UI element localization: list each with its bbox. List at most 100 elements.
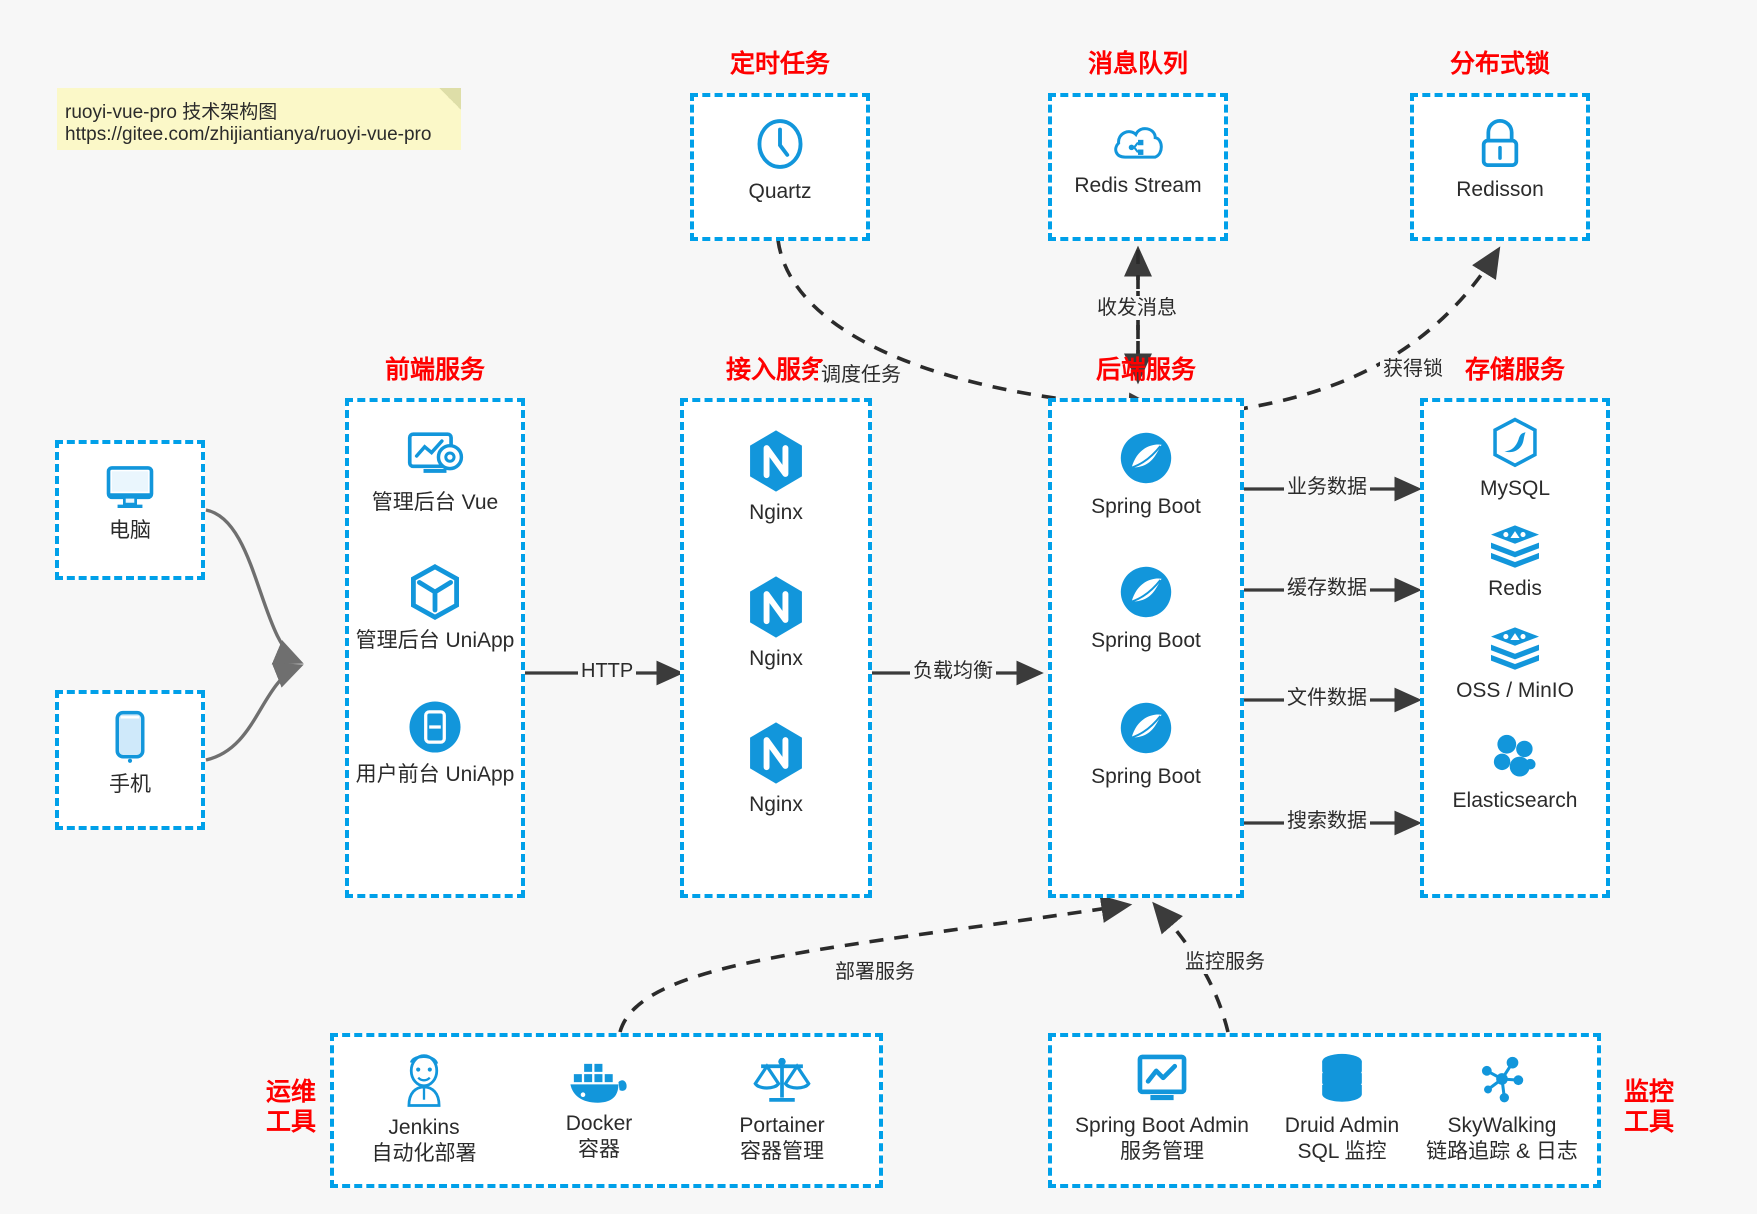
node-sublabel: 自动化部署 [371, 1142, 477, 1165]
spring-icon [1116, 428, 1176, 488]
nginx-icon [745, 574, 807, 640]
group-lock: Redisson [1410, 93, 1590, 241]
node-portainer[interactable]: Portainer 容器管理 [697, 1051, 867, 1165]
node-spring-boot-2[interactable]: Spring Boot [1052, 562, 1240, 654]
note-fold-corner [439, 88, 461, 110]
lock-icon [1474, 115, 1526, 171]
node-redis-stream[interactable]: Redis Stream [1052, 117, 1224, 199]
spring-icon [1116, 562, 1176, 622]
node-docker[interactable]: Docker 容器 [519, 1057, 679, 1163]
node-sublabel: SQL 监控 [1297, 1140, 1387, 1163]
docker-icon [568, 1057, 630, 1105]
node-nginx-2[interactable]: Nginx [684, 574, 868, 672]
group-scheduler: Quartz [690, 93, 870, 241]
redis-icon [1487, 624, 1543, 672]
node-skywalking[interactable]: SkyWalking 链路追踪 & 日志 [1402, 1051, 1602, 1165]
edge-label-biz-data: 业务数据 [1284, 475, 1370, 499]
node-nginx-3[interactable]: Nginx [684, 720, 868, 818]
group-title-storage: 存储服务 [1464, 356, 1565, 384]
wire-get-lock [1233, 246, 1501, 412]
group-client-mobile: 手机 [55, 690, 205, 830]
node-druid-admin[interactable]: Druid Admin SQL 监控 [1252, 1051, 1432, 1165]
node-label: 电脑 [109, 519, 151, 542]
note-url: https://gitee.com/zhijiantianya/ruoyi-vu… [65, 124, 432, 145]
node-spring-boot-1[interactable]: Spring Boot [1052, 428, 1240, 520]
group-devops: Jenkins 自动化部署 Docker 容器 [330, 1033, 883, 1188]
node-nginx-1[interactable]: Nginx [684, 428, 868, 526]
edge-label-load-balance: 负载均衡 [910, 659, 996, 683]
node-label: Quartz [748, 180, 812, 203]
group-title-monitor-line1: 监控 [1623, 1078, 1674, 1106]
edge-label-monitor-service: 监控服务 [1182, 950, 1268, 974]
edge-label-schedule-task: 调度任务 [818, 363, 904, 387]
node-spring-boot-3[interactable]: Spring Boot [1052, 698, 1240, 790]
node-label: Nginx [749, 501, 803, 524]
group-title-monitor: 监控 工具 [1613, 1077, 1685, 1137]
group-backend: Spring Boot Spring Boot Spring Boot [1048, 398, 1244, 898]
group-storage: MySQL Redis [1420, 398, 1610, 898]
group-frontend: 管理后台 Vue 管理后台 UniApp 用户前台 UniApp [345, 398, 525, 898]
node-user-uniapp[interactable]: 用户前台 UniApp [349, 698, 521, 788]
edge-label-cache-data: 缓存数据 [1284, 576, 1370, 600]
cube-icon [405, 562, 465, 622]
node-redisson[interactable]: Redisson [1414, 115, 1586, 203]
node-quartz[interactable]: Quartz [694, 115, 866, 205]
group-title-devops-line1: 运维 [265, 1078, 316, 1106]
group-title-gateway: 接入服务 [725, 356, 826, 384]
mobile-icon [108, 708, 152, 766]
group-title-monitor-line2: 工具 [1623, 1108, 1674, 1136]
group-title-lock: 分布式锁 [1449, 50, 1550, 78]
node-elasticsearch[interactable]: Elasticsearch [1424, 730, 1606, 814]
node-label: SkyWalking [1447, 1114, 1557, 1137]
node-admin-uniapp[interactable]: 管理后台 UniApp [349, 562, 521, 654]
node-redis[interactable]: Redis [1424, 522, 1606, 602]
spring-icon [1116, 698, 1176, 758]
node-sublabel: 链路追踪 & 日志 [1426, 1140, 1578, 1163]
group-title-scheduler: 定时任务 [729, 50, 830, 78]
node-jenkins[interactable]: Jenkins 自动化部署 [344, 1051, 504, 1167]
note-title: ruoyi-vue-pro 技术架构图 [65, 102, 278, 123]
group-title-devops-line2: 工具 [265, 1108, 316, 1136]
node-label: Portainer [739, 1114, 825, 1137]
node-label: Spring Boot [1091, 629, 1201, 652]
edge-label-http: HTTP [578, 659, 637, 683]
node-spring-boot-admin[interactable]: Spring Boot Admin 服务管理 [1057, 1051, 1267, 1165]
node-label: Nginx [749, 793, 803, 816]
node-label: Spring Boot Admin [1075, 1114, 1249, 1137]
node-label: Redis [1488, 577, 1542, 600]
node-mysql[interactable]: MySQL [1424, 416, 1606, 502]
node-sublabel: 容器 [578, 1138, 620, 1161]
node-sublabel: 容器管理 [740, 1140, 824, 1163]
sticky-note: ruoyi-vue-pro 技术架构图 https://gitee.com/zh… [57, 88, 461, 150]
dashboard-gear-icon [404, 428, 466, 484]
node-label: Docker [565, 1112, 633, 1135]
skywalking-icon [1474, 1051, 1530, 1107]
node-oss-minio[interactable]: OSS / MinIO [1424, 624, 1606, 704]
node-label: Nginx [749, 647, 803, 670]
group-title-mq: 消息队列 [1087, 50, 1188, 78]
redis-icon [1487, 522, 1543, 570]
group-title-backend: 后端服务 [1095, 356, 1196, 384]
group-mq: Redis Stream [1048, 93, 1228, 241]
edge-label-deploy-service: 部署服务 [832, 960, 918, 984]
node-sublabel: 服务管理 [1120, 1140, 1204, 1163]
wire-desktop-to-frontend [205, 508, 304, 665]
edge-label-message: 收发消息 [1094, 296, 1180, 320]
group-client-desktop: 电脑 [55, 440, 205, 580]
node-label: MySQL [1479, 477, 1550, 500]
desktop-icon [101, 460, 159, 512]
edge-label-search-data: 搜索数据 [1284, 809, 1370, 833]
mysql-icon [1488, 416, 1542, 470]
nginx-icon [745, 720, 807, 786]
node-mobile[interactable]: 手机 [59, 708, 201, 798]
edge-label-file-data: 文件数据 [1284, 686, 1370, 710]
node-admin-vue[interactable]: 管理后台 Vue [349, 428, 521, 516]
node-desktop[interactable]: 电脑 [59, 460, 201, 544]
node-label: Spring Boot [1091, 765, 1201, 788]
node-label: 手机 [109, 773, 151, 796]
jenkins-icon [397, 1051, 451, 1109]
edge-label-get-lock: 获得锁 [1380, 357, 1446, 381]
monitor-chart-icon [1133, 1051, 1191, 1107]
group-monitor: Spring Boot Admin 服务管理 Druid Admin SQL 监… [1048, 1033, 1601, 1188]
node-label: Druid Admin [1284, 1114, 1400, 1137]
